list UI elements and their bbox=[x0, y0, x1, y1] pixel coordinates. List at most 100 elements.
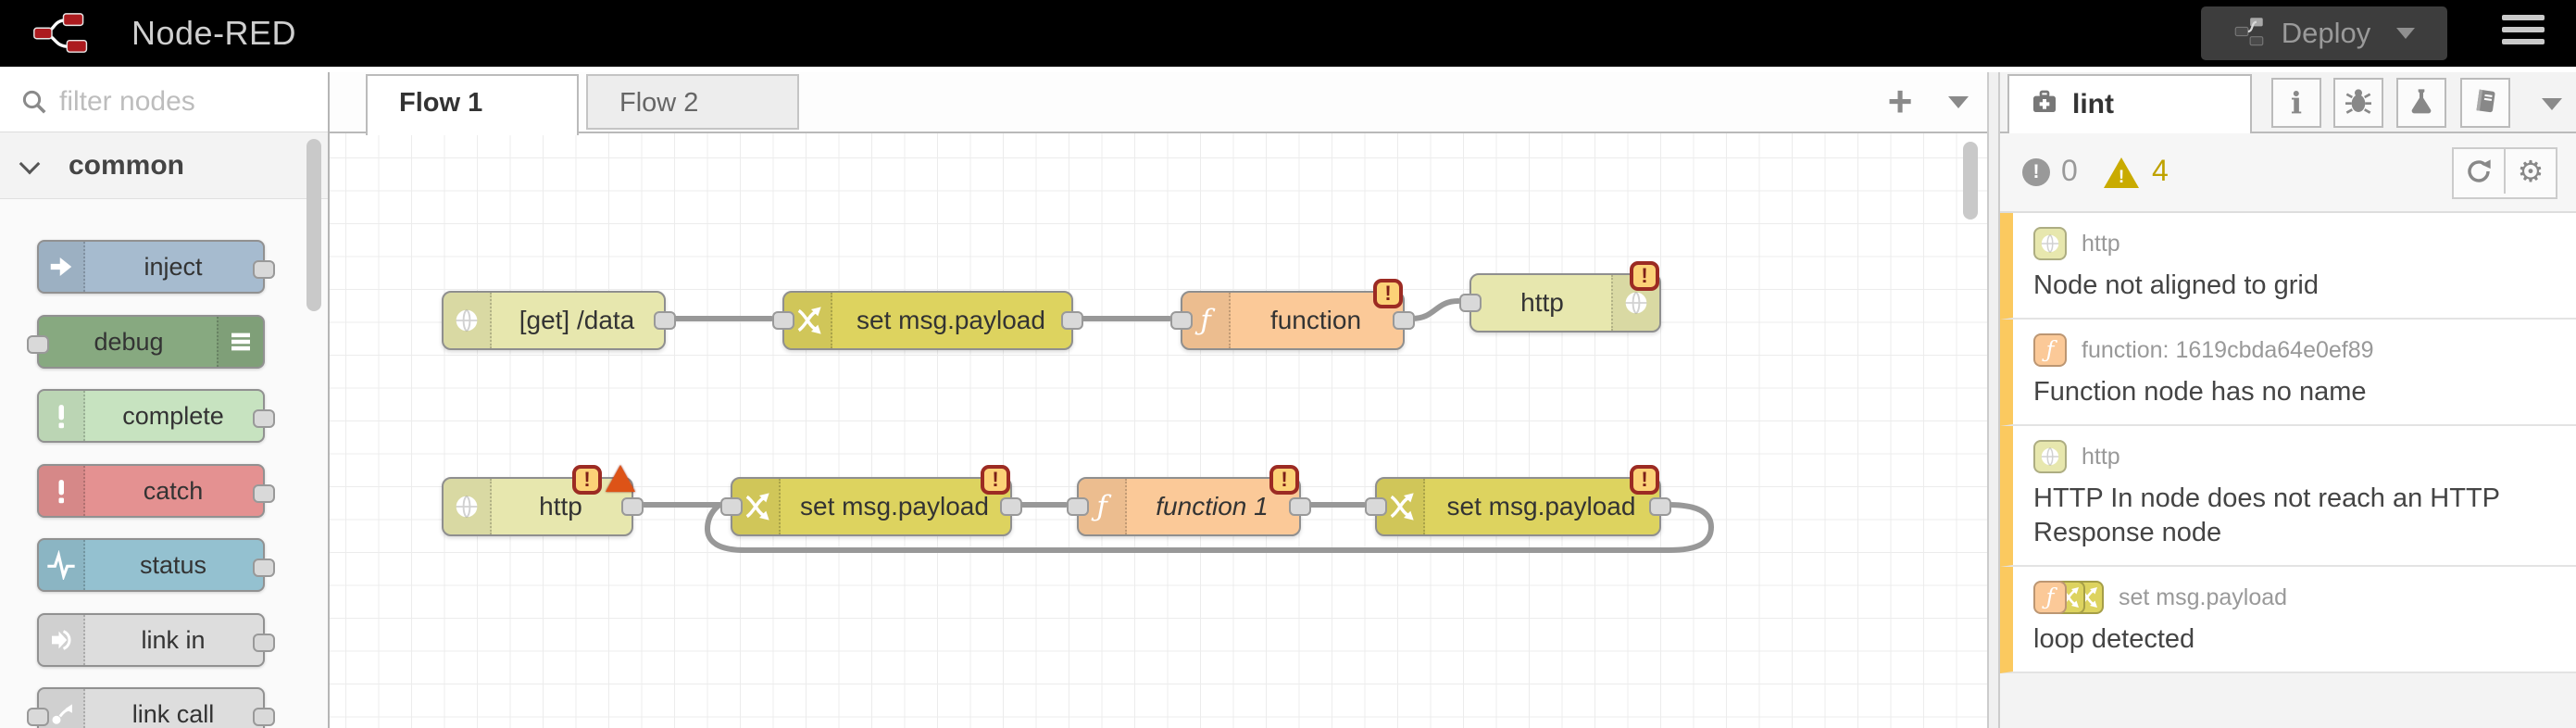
output-port[interactable] bbox=[253, 559, 275, 577]
medkit-icon bbox=[2030, 86, 2059, 123]
flow-node-label: set msg.payload bbox=[800, 492, 989, 521]
sidebar-tabs-caret-icon[interactable] bbox=[2542, 98, 2562, 110]
warning-count-icon bbox=[2104, 157, 2139, 188]
canvas-scrollbar[interactable] bbox=[1963, 142, 1978, 220]
output-port[interactable] bbox=[253, 633, 275, 652]
palette-category-common[interactable]: common bbox=[0, 132, 328, 199]
sidebar-tabbar: lint i bbox=[2000, 72, 2576, 133]
tab-lint[interactable]: lint bbox=[2007, 74, 2252, 133]
output-port[interactable] bbox=[654, 311, 676, 330]
sidebar-tool-bug-button[interactable] bbox=[2333, 78, 2383, 128]
palette-category-label: common bbox=[69, 150, 185, 181]
flow-node-set-msg-payload[interactable]: set msg.payload! bbox=[720, 465, 1022, 536]
linkin-icon bbox=[39, 614, 85, 665]
flow-node-label: http bbox=[539, 492, 582, 521]
loop-wire[interactable] bbox=[704, 502, 1715, 553]
palette-node-status[interactable]: status bbox=[37, 538, 275, 592]
gear-icon: ⚙ bbox=[2517, 155, 2545, 188]
changed-badge-icon: ! bbox=[1269, 465, 1299, 495]
globe-icon bbox=[444, 293, 492, 348]
output-port[interactable] bbox=[253, 483, 275, 503]
palette-node-catch[interactable]: catch bbox=[37, 463, 275, 518]
flow-list-caret-icon[interactable] bbox=[1948, 96, 1969, 108]
input-port[interactable] bbox=[772, 311, 794, 330]
input-port[interactable] bbox=[1459, 294, 1482, 312]
output-port[interactable] bbox=[1061, 311, 1083, 330]
wire[interactable] bbox=[1409, 298, 1461, 321]
lint-issue-message: HTTP In node does not reach an HTTP Resp… bbox=[2033, 483, 2500, 547]
output-port[interactable] bbox=[253, 708, 275, 726]
header-divider bbox=[0, 67, 2576, 72]
palette-scrollbar[interactable] bbox=[306, 139, 321, 311]
palette-node-complete[interactable]: complete bbox=[37, 389, 275, 443]
main-menu-button[interactable] bbox=[2502, 15, 2545, 52]
refresh-button[interactable] bbox=[2454, 149, 2504, 194]
sidebar-splitter[interactable] bbox=[1987, 72, 2000, 728]
settings-button[interactable]: ⚙ bbox=[2504, 149, 2556, 194]
flow-node-label: [get] /data bbox=[519, 306, 635, 334]
palette-node-link-in[interactable]: link in bbox=[37, 612, 275, 667]
flow-node-http[interactable]: http! bbox=[1459, 261, 1661, 333]
httpin-node-icon bbox=[2033, 227, 2067, 260]
output-port[interactable] bbox=[1289, 497, 1311, 516]
lint-issue-source-row: http bbox=[2033, 439, 2557, 474]
sidebar-tool-info-button[interactable]: i bbox=[2271, 78, 2321, 128]
function-node-icon: ƒ bbox=[2033, 581, 2067, 614]
palette-node-inject[interactable]: inject bbox=[37, 240, 275, 294]
lint-toolbar: 0 4 ⚙ bbox=[2000, 133, 2576, 213]
hamburger-icon bbox=[2502, 15, 2545, 20]
error-count: 0 bbox=[2061, 154, 2078, 187]
input-port[interactable] bbox=[720, 497, 743, 516]
output-port[interactable] bbox=[621, 497, 644, 516]
output-port[interactable] bbox=[253, 260, 275, 279]
header: Node-RED Deploy bbox=[0, 0, 2576, 67]
deploy-options-caret-icon[interactable] bbox=[2396, 28, 2416, 39]
error-triangle-icon bbox=[606, 465, 635, 492]
deploy-button[interactable]: Deploy bbox=[2201, 6, 2447, 60]
sidebar-tool-book-button[interactable] bbox=[2460, 78, 2510, 128]
flow-node-http[interactable]: http! bbox=[442, 465, 644, 536]
palette-search bbox=[0, 72, 328, 132]
add-flow-button[interactable]: + bbox=[1887, 77, 1913, 125]
output-port[interactable] bbox=[253, 409, 275, 428]
input-port[interactable] bbox=[1170, 311, 1193, 330]
input-port[interactable] bbox=[1067, 497, 1089, 516]
output-port[interactable] bbox=[1649, 497, 1671, 516]
changed-badge-icon: ! bbox=[1630, 465, 1659, 495]
input-port[interactable] bbox=[27, 708, 49, 726]
excl-icon bbox=[39, 465, 85, 516]
lint-issue-message: loop detected bbox=[2033, 624, 2195, 654]
app-title: Node-RED bbox=[131, 14, 297, 52]
input-port[interactable] bbox=[27, 334, 49, 354]
input-port[interactable] bbox=[1365, 497, 1387, 516]
tab-flow-1[interactable]: Flow 1 bbox=[366, 74, 579, 135]
lint-issue-source: http bbox=[2082, 443, 2120, 470]
tab-flow-2[interactable]: Flow 2 bbox=[586, 74, 799, 130]
sidebar-tool-flask-button[interactable] bbox=[2396, 78, 2446, 128]
palette-node-link-call[interactable]: link call bbox=[27, 687, 275, 728]
output-port[interactable] bbox=[1000, 497, 1022, 516]
flow-node--get-data[interactable]: [get] /data bbox=[442, 291, 676, 350]
filter-nodes-input[interactable] bbox=[57, 80, 311, 124]
palette-node-debug[interactable]: debug bbox=[27, 314, 265, 369]
flow-node-label: set msg.payload bbox=[1446, 492, 1636, 521]
flow-node-label: http bbox=[1520, 288, 1564, 317]
excl-icon bbox=[39, 391, 85, 441]
palette-sidebar: common inject debug complete catch status lin… bbox=[0, 72, 330, 728]
flow-node-set-msg-payload[interactable]: set msg.payload bbox=[772, 291, 1083, 350]
function-node-icon: ƒ bbox=[2033, 333, 2067, 367]
flow-node-set-msg-payload[interactable]: set msg.payload! bbox=[1365, 465, 1671, 536]
palette-node-list: inject debug complete catch status link in lin… bbox=[0, 199, 328, 728]
output-port[interactable] bbox=[1393, 311, 1415, 330]
changed-badge-icon: ! bbox=[981, 465, 1010, 495]
